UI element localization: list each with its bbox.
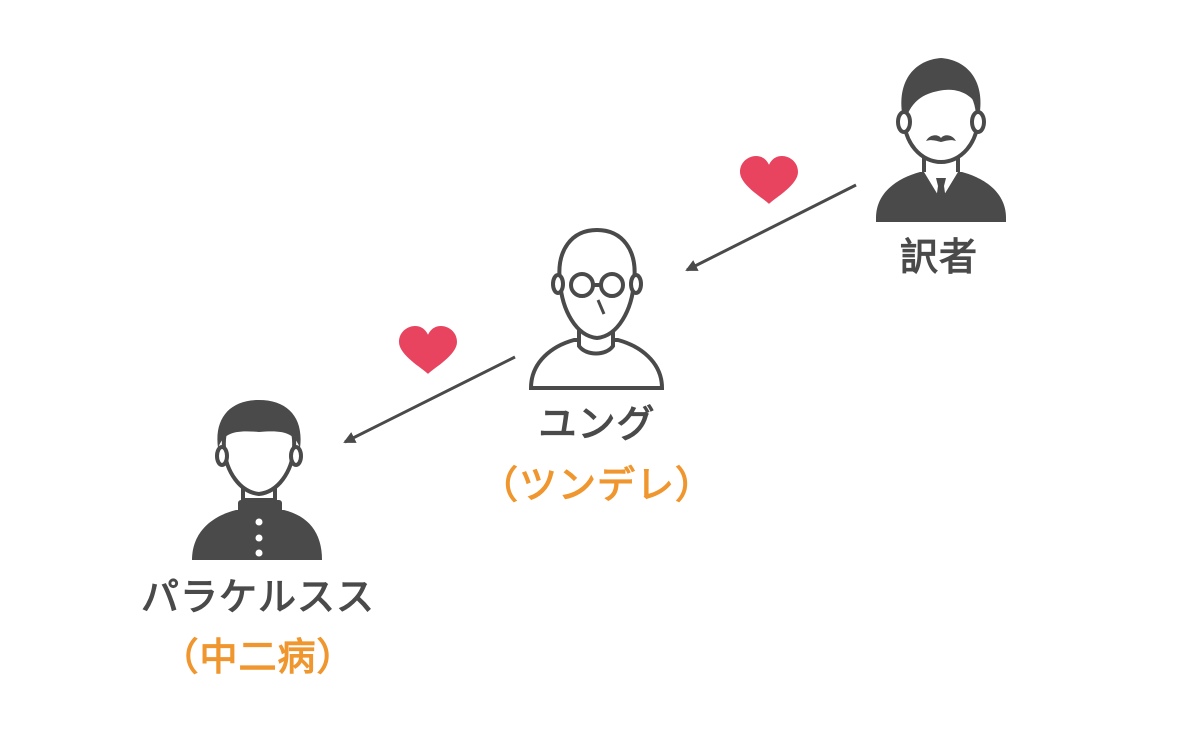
paracelsus-figure-icon (192, 400, 322, 560)
arrow-translator-to-jung (685, 183, 857, 272)
jung-trait-label: （ツンデレ） (479, 463, 715, 507)
paracelsus-trait-label: （中二病） (160, 635, 356, 679)
arrow-jung-to-paracelsus (343, 355, 516, 444)
jung-figure-icon (528, 227, 665, 390)
translator-name-label: 訳者 (899, 235, 979, 279)
paracelsus-name-label: パラケルスス (140, 575, 376, 619)
jung-name-label: ユング (538, 402, 656, 446)
heart-icon (740, 156, 798, 204)
heart-icon (399, 326, 457, 374)
translator-figure-icon (876, 58, 1006, 222)
